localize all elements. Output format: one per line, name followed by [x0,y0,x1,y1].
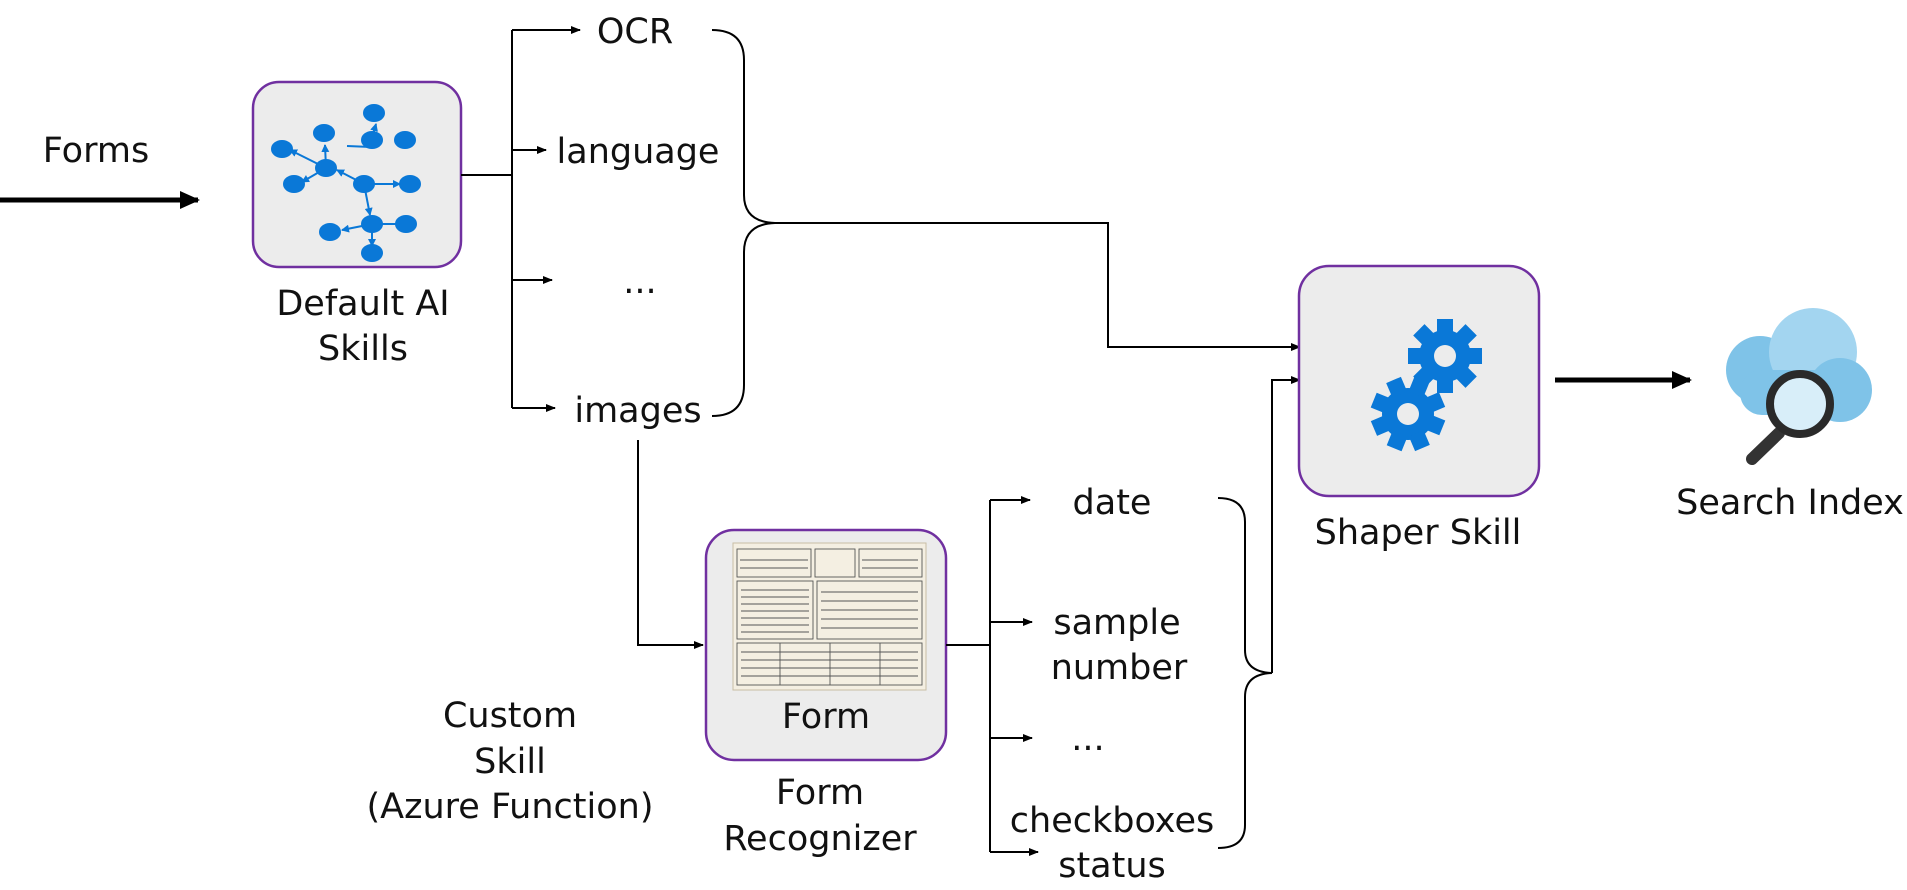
output-ocr: OCR [597,12,673,52]
form-recognizer-node: Form Form Recognizer [704,528,948,859]
search-index-node: Search Index [1676,308,1904,523]
form-output-ellipsis: ... [1071,719,1104,759]
form-outputs-brace [1217,497,1273,849]
default-ai-skills-node: Default AI Skills [251,80,463,369]
form-recognizer-label-line2: Recognizer [723,819,917,859]
form-card-label: Form [782,697,870,737]
output-images: images [574,391,701,431]
custom-skill-line3: (Azure Function) [367,787,654,827]
search-index-label: Search Index [1676,483,1904,523]
output-ellipsis: ... [623,262,656,302]
gears-icon [1370,319,1482,452]
form-output-sample-line1: sample [1053,603,1180,643]
default-ai-skills-label-line2: Skills [318,329,408,369]
default-skills-branch [461,26,581,412]
form-document-icon [732,542,927,691]
outputs-brace [711,29,776,417]
form-output-date: date [1073,483,1152,523]
form-recognizer-label-line1: Form [776,773,864,813]
images-to-form-connector [637,440,704,649]
shaper-skill-label: Shaper Skill [1315,513,1522,553]
custom-skill-line1: Custom [443,696,577,736]
default-ai-skills-label-line1: Default AI [276,284,449,324]
brace-to-shaper-connector [775,222,1301,351]
output-language: language [557,132,720,172]
forms-label: Forms [43,131,149,171]
cloud-search-icon [1726,308,1872,465]
form-output-sample-line2: number [1051,648,1188,688]
custom-skill-line2: Skill [474,742,546,782]
network-graph-icon [271,104,421,262]
form-brace-to-shaper-connector [1271,376,1301,673]
shaper-skill-node: Shaper Skill [1297,264,1541,553]
form-output-checkbox-line1: checkboxes [1010,801,1214,841]
form-output-checkbox-line2: status [1058,846,1166,886]
default-ai-skills-box [251,80,463,269]
form-outputs-branch [946,496,1039,856]
